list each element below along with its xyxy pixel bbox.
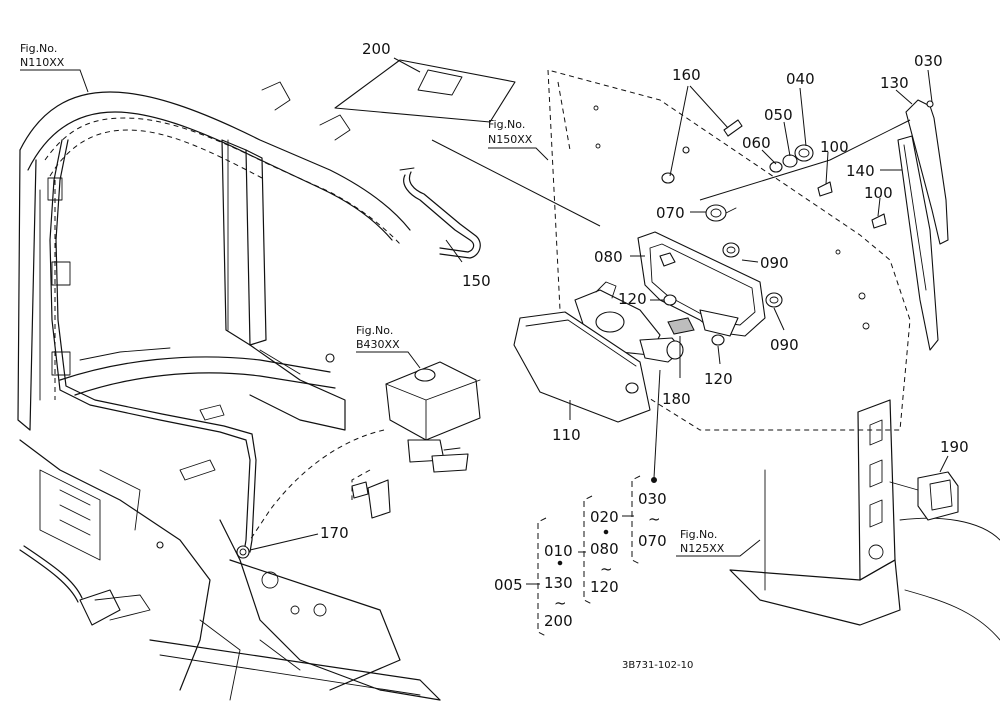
svg-text:020: 020 bbox=[590, 508, 619, 526]
washer-hose-route bbox=[249, 429, 391, 541]
label-080: 080 bbox=[594, 248, 623, 266]
label-160: 160 bbox=[672, 66, 701, 84]
label-070: 070 bbox=[656, 204, 685, 222]
label-190: 190 bbox=[940, 438, 969, 456]
washer-tank bbox=[385, 361, 481, 473]
svg-text:070: 070 bbox=[638, 532, 667, 550]
part-170-nozzle bbox=[236, 545, 250, 559]
part-130-140-wiper-arm-blade bbox=[897, 99, 949, 351]
part-160-screws bbox=[661, 119, 743, 184]
part-120-nuts bbox=[663, 294, 725, 346]
label-170: 170 bbox=[320, 524, 349, 542]
label-180: 180 bbox=[662, 390, 691, 408]
svg-text:030: 030 bbox=[638, 490, 667, 508]
part-180-pad bbox=[667, 317, 695, 335]
label-040: 040 bbox=[786, 70, 815, 88]
svg-text:~: ~ bbox=[648, 510, 661, 528]
svg-text:120: 120 bbox=[590, 578, 619, 596]
svg-text:Fig.No.: Fig.No. bbox=[680, 528, 717, 541]
leader-lines bbox=[20, 57, 949, 557]
svg-text:Fig.No.: Fig.No. bbox=[356, 324, 393, 337]
fig-ref-n125[interactable]: Fig.No. N125XX bbox=[680, 528, 725, 555]
part-200-sheet bbox=[334, 59, 516, 123]
svg-text:N125XX: N125XX bbox=[680, 542, 725, 555]
svg-text:Fig.No.: Fig.No. bbox=[488, 118, 525, 131]
part-190-switch bbox=[889, 471, 959, 521]
drawing-code: 3B731-102-10 bbox=[622, 660, 693, 671]
rear-pillar bbox=[729, 399, 1000, 641]
svg-text:200: 200 bbox=[544, 612, 573, 630]
label-110: 110 bbox=[552, 426, 581, 444]
svg-text:N110XX: N110XX bbox=[20, 56, 65, 69]
label-100a: 100 bbox=[820, 138, 849, 156]
svg-text:N150XX: N150XX bbox=[488, 133, 533, 146]
wiper-motor bbox=[574, 281, 684, 363]
part-070-nut bbox=[705, 204, 737, 222]
part-150-washer-hose bbox=[399, 167, 481, 259]
label-200: 200 bbox=[362, 40, 391, 58]
label-060: 060 bbox=[742, 134, 771, 152]
label-120a: 120 bbox=[618, 290, 647, 308]
svg-text:010: 010 bbox=[544, 542, 573, 560]
svg-text:Fig.No.: Fig.No. bbox=[20, 42, 57, 55]
part-060-050-040-washers bbox=[769, 144, 814, 173]
assembly-breakdown: 030 ~ 070 020 080 ~ 120 010 130 ~ 200 00… bbox=[494, 490, 667, 630]
cab-frame bbox=[17, 81, 441, 701]
svg-text:~: ~ bbox=[600, 560, 613, 578]
part-090-grommets bbox=[722, 242, 783, 308]
svg-text:130: 130 bbox=[544, 574, 573, 592]
fig-ref-b430[interactable]: Fig.No. B430XX bbox=[356, 324, 400, 351]
label-150: 150 bbox=[462, 272, 491, 290]
svg-text:005: 005 bbox=[494, 576, 523, 594]
svg-text:~: ~ bbox=[554, 594, 567, 612]
part-110-cover bbox=[513, 311, 651, 423]
label-130: 130 bbox=[880, 74, 909, 92]
fig-ref-n110[interactable]: Fig.No. N110XX bbox=[20, 42, 65, 69]
label-120b: 120 bbox=[704, 370, 733, 388]
label-100b: 100 bbox=[864, 184, 893, 202]
label-090b: 090 bbox=[770, 336, 799, 354]
part-100-bolts bbox=[817, 181, 887, 229]
label-140: 140 bbox=[846, 162, 875, 180]
label-050: 050 bbox=[764, 106, 793, 124]
label-090a: 090 bbox=[760, 254, 789, 272]
fig-ref-n150[interactable]: Fig.No. N150XX bbox=[488, 118, 533, 146]
label-030: 030 bbox=[914, 52, 943, 70]
part-080-motor-bracket bbox=[637, 231, 766, 337]
assembly-braces bbox=[526, 475, 641, 637]
svg-text:B430XX: B430XX bbox=[356, 338, 400, 351]
svg-text:080: 080 bbox=[590, 540, 619, 558]
rear-window-glass bbox=[547, 69, 911, 431]
